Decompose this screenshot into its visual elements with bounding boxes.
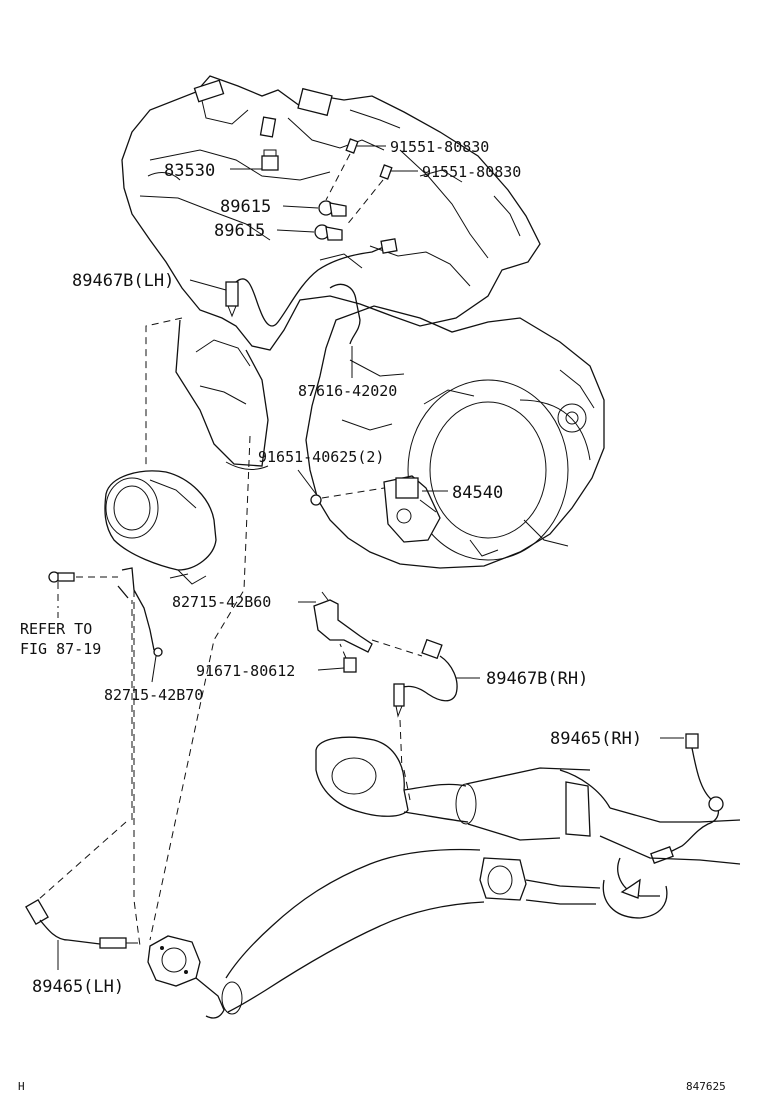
label-89615-a: 89615 bbox=[220, 197, 271, 217]
knock-sensor-icon bbox=[261, 149, 347, 241]
oxygen-sensor-icon bbox=[225, 238, 398, 345]
bolt-icon bbox=[310, 487, 385, 506]
exhaust-flange-icon bbox=[104, 470, 217, 585]
transmission-housing-icon bbox=[305, 305, 605, 569]
label-91551-80830-b: 91551-80830 bbox=[422, 163, 521, 181]
corner-code-left: H bbox=[18, 1080, 25, 1093]
label-89467b-lh: 89467B(LH) bbox=[72, 271, 174, 291]
bolt-icon bbox=[325, 138, 393, 227]
label-89465-lh: 89465(LH) bbox=[32, 977, 124, 997]
label-fig-87-19: FIG 87-19 bbox=[20, 640, 101, 658]
label-87616-42020: 87616-42020 bbox=[298, 382, 397, 400]
label-82715-42b60: 82715-42B60 bbox=[172, 593, 271, 611]
reference-lines bbox=[37, 317, 411, 947]
label-91551-80830-a: 91551-80830 bbox=[390, 138, 489, 156]
label-89467b-rh: 89467B(RH) bbox=[486, 669, 588, 689]
bracket-icon bbox=[313, 591, 373, 673]
engine-block-icon bbox=[121, 75, 541, 470]
label-91651-40625: 91651-40625(2) bbox=[258, 448, 384, 466]
oxygen-sensor-icon bbox=[371, 638, 458, 771]
label-84540: 84540 bbox=[452, 483, 503, 503]
leader-lines bbox=[57, 145, 684, 970]
bracket-icon bbox=[48, 567, 189, 657]
label-91671-80612: 91671-80612 bbox=[196, 662, 295, 680]
exhaust-pipe-icon bbox=[147, 736, 741, 1019]
label-89615-b: 89615 bbox=[214, 221, 265, 241]
label-82715-42b70: 82715-42B70 bbox=[104, 686, 203, 704]
oxygen-sensor-icon bbox=[25, 898, 138, 949]
label-refer-to: REFER TO bbox=[20, 620, 92, 638]
oxygen-sensor-icon bbox=[650, 733, 724, 864]
label-83530: 83530 bbox=[164, 161, 215, 181]
neutral-switch-icon bbox=[383, 475, 441, 543]
label-89465-rh: 89465(RH) bbox=[550, 729, 642, 749]
corner-code-right: 847625 bbox=[686, 1080, 726, 1093]
